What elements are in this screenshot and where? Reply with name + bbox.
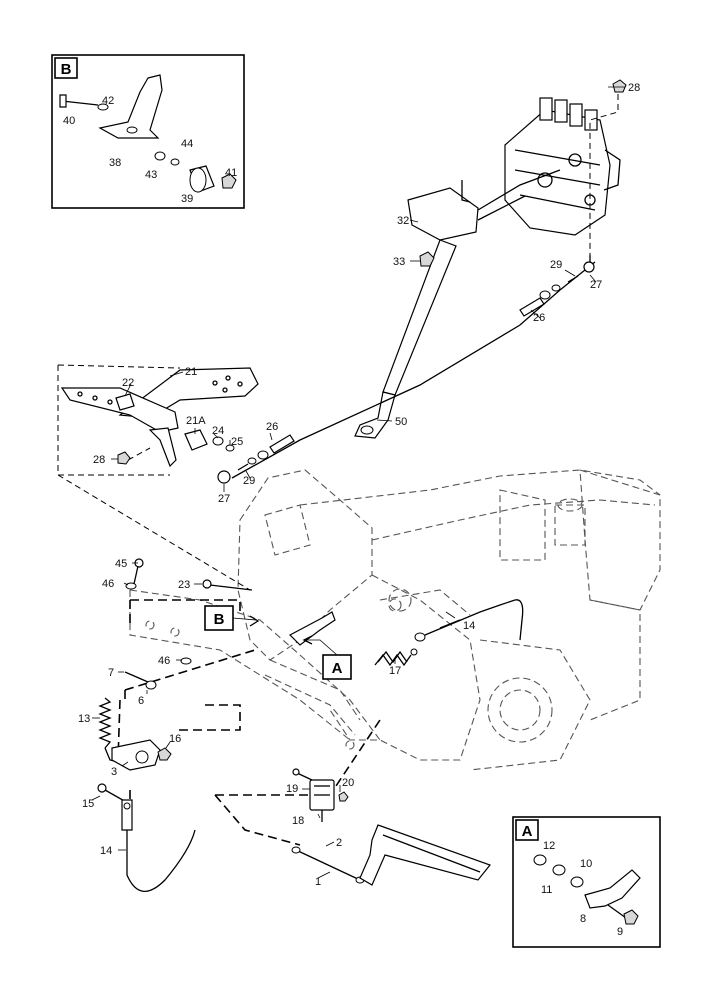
label-21A: 21A [186, 415, 206, 427]
throttle-lever-assembly [354, 169, 561, 439]
label-16: 16 [169, 733, 181, 745]
label-32: 32 [397, 215, 409, 227]
label-12: 12 [543, 840, 555, 852]
callout-b: B [204, 605, 260, 631]
throttle-cable [217, 79, 627, 484]
label-46-b: 46 [158, 655, 170, 667]
label-50: 50 [395, 416, 407, 428]
label-42: 42 [102, 95, 114, 107]
label-13: 13 [78, 713, 90, 725]
svg-text:A: A [522, 823, 533, 840]
label-26-mid: 26 [266, 421, 278, 433]
label-39: 39 [181, 193, 193, 205]
label-14-mid: 14 [463, 620, 475, 632]
pedal-assembly [97, 558, 491, 892]
svg-text:B: B [61, 61, 72, 78]
label-1: 1 [315, 876, 321, 888]
label-40: 40 [63, 115, 75, 127]
label-7: 7 [108, 667, 114, 679]
tractor-frame [129, 469, 661, 771]
svg-text:A: A [332, 660, 343, 677]
label-18: 18 [292, 815, 304, 827]
label-21: 21 [185, 366, 197, 378]
label-27-top: 27 [590, 279, 602, 291]
label-38: 38 [109, 157, 121, 169]
label-15: 15 [82, 798, 94, 810]
label-11: 11 [541, 884, 552, 896]
label-24: 24 [212, 425, 224, 437]
label-9: 9 [617, 926, 623, 938]
label-29-top: 29 [550, 259, 562, 271]
label-45: 45 [115, 558, 127, 570]
hand-throttle-assembly [57, 364, 259, 591]
injection-pump [504, 97, 621, 236]
clutch-cable [289, 599, 524, 667]
label-27-mid: 27 [218, 493, 230, 505]
label-10: 10 [580, 858, 592, 870]
svg-text:B: B [214, 611, 225, 628]
label-28-top: 28 [628, 82, 640, 94]
label-17: 17 [389, 665, 401, 677]
label-25: 25 [231, 436, 243, 448]
label-22: 22 [122, 377, 134, 389]
label-33: 33 [393, 256, 405, 268]
inset-b: B [51, 54, 245, 209]
label-6: 6 [138, 695, 144, 707]
label-44: 44 [181, 138, 193, 150]
label-20: 20 [342, 777, 354, 789]
inset-a: A [512, 816, 661, 948]
label-46-a: 46 [102, 578, 114, 590]
label-19: 19 [286, 783, 298, 795]
label-2: 2 [336, 837, 342, 849]
leader-lines [91, 86, 625, 879]
label-41: 41 [225, 167, 237, 179]
label-29-mid: 29 [243, 475, 255, 487]
callout-a: A [302, 635, 352, 680]
label-8: 8 [580, 913, 586, 925]
label-14-low: 14 [100, 845, 112, 857]
label-26-top: 26 [533, 312, 545, 324]
label-43: 43 [145, 169, 157, 181]
label-3: 3 [111, 766, 117, 778]
label-23: 23 [178, 579, 190, 591]
part-labels: 40 42 38 43 44 41 39 28 32 33 29 27 26 5… [63, 82, 640, 938]
label-28-mid: 28 [93, 454, 105, 466]
